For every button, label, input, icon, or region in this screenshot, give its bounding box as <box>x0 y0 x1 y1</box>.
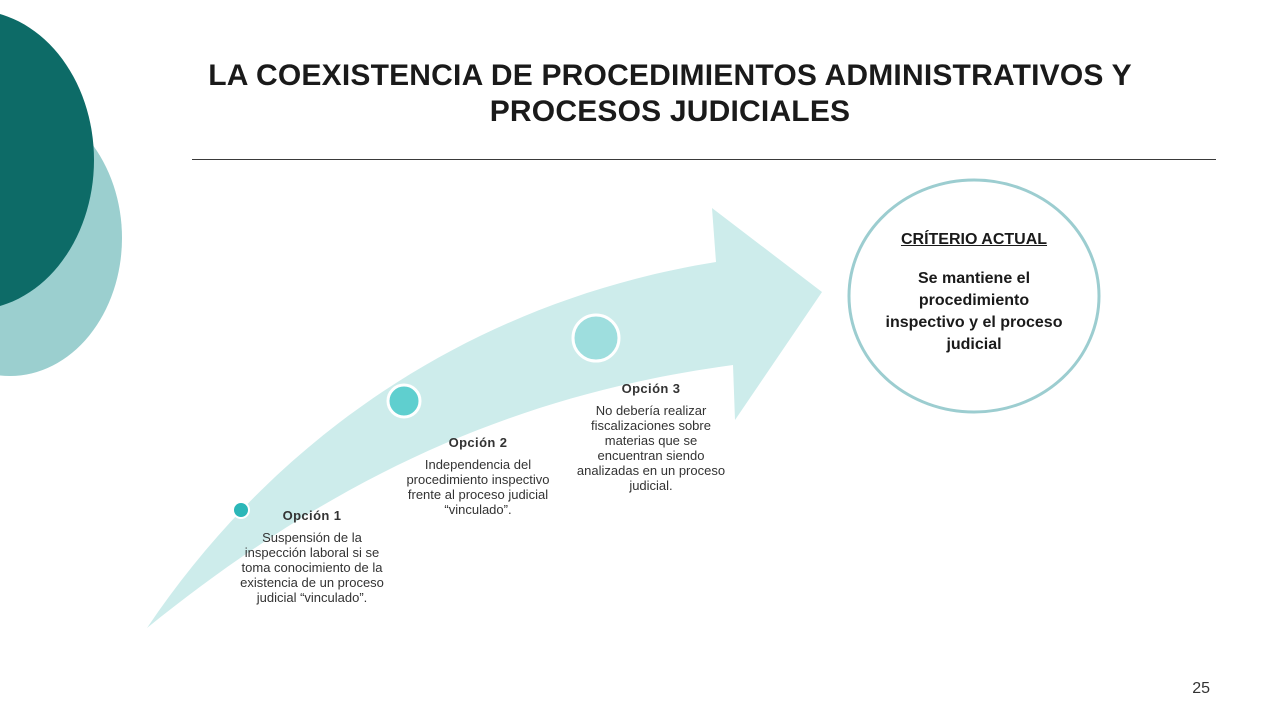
title-divider <box>192 159 1216 160</box>
criterion-header: CRÍTERIO ACTUAL <box>900 231 1048 248</box>
option-1-text: Suspensión de la inspección laboral si s… <box>240 530 384 605</box>
decor-circle-dark <box>0 14 94 306</box>
option-3-header: Opción 3 <box>621 381 681 396</box>
milestone-dot-3 <box>571 313 621 363</box>
option-3-text: No debería realizar fiscalizaciones sobr… <box>576 403 726 493</box>
option-2: Opción 2 Independencia del procedimiento… <box>404 435 552 517</box>
option-3: Opción 3 No debería realizar fiscalizaci… <box>576 381 726 493</box>
option-2-text: Independencia del procedimiento inspecti… <box>406 457 550 517</box>
milestone-dot-1 <box>232 501 250 519</box>
milestone-dot-2 <box>386 383 422 419</box>
process-arrow <box>147 208 822 628</box>
option-2-header: Opción 2 <box>448 435 508 450</box>
slide-title: LA COEXISTENCIA DE PROCEDIMIENTOS ADMINI… <box>208 59 1132 128</box>
criterion-body: Se mantiene el procedimiento inspectivo … <box>885 270 1063 353</box>
page-number: 25 <box>1192 680 1210 697</box>
criterion-circle <box>847 178 1101 414</box>
option-1: Opción 1 Suspensión de la inspección lab… <box>234 508 390 605</box>
option-1-header: Opción 1 <box>282 508 342 523</box>
current-criterion: CRÍTERIO ACTUAL Se mantiene el procedimi… <box>850 180 1098 412</box>
